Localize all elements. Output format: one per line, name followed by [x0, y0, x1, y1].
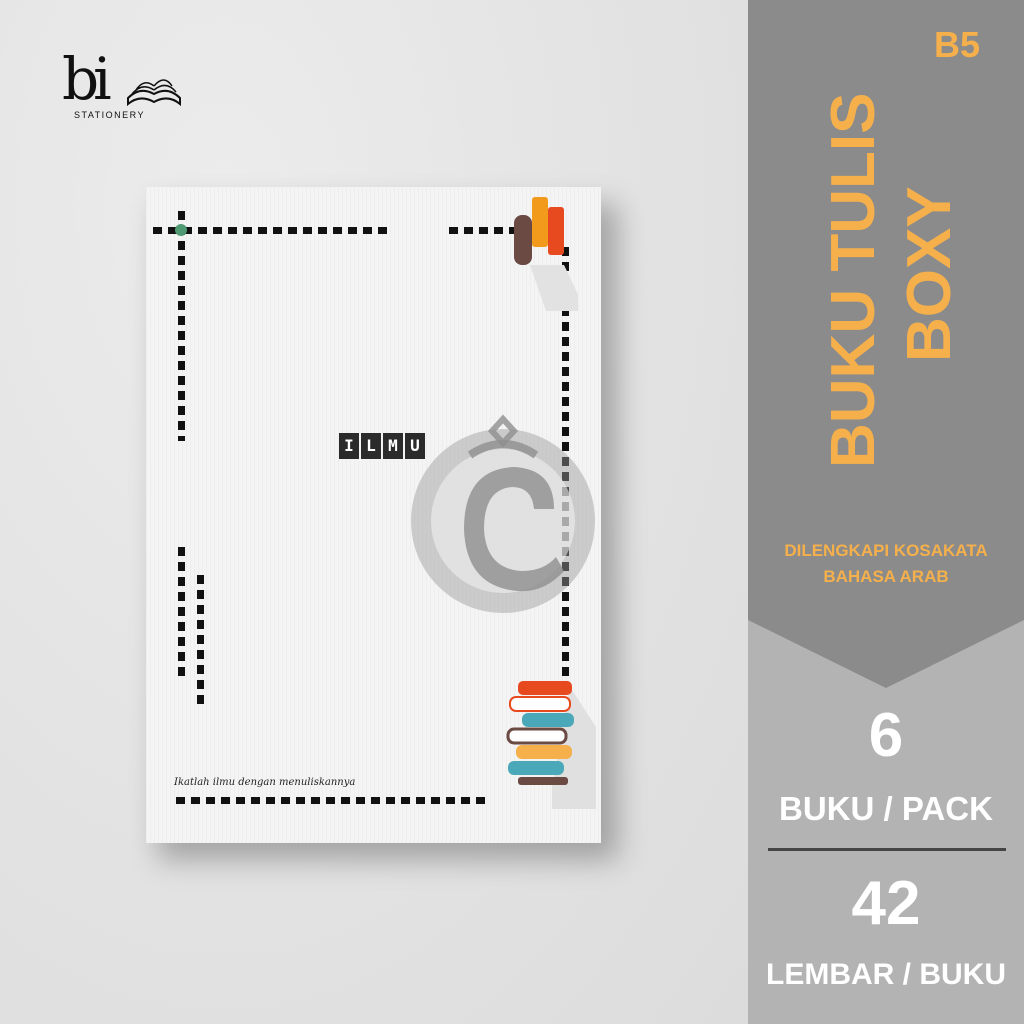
pack-unit: BUKU / PACK — [779, 790, 993, 827]
product-title: BUKU TULIS BOXY — [818, 93, 970, 468]
cover-motto: Ikatlah ilmu dengan menuliskannya — [174, 777, 356, 788]
divider — [768, 848, 1006, 851]
frame-bottom-dash — [176, 797, 486, 804]
logo-subtitle: STATIONERY — [74, 110, 146, 120]
product-subtitle: DILENGKAPI KOSAKATA BAHASA ARAB — [748, 538, 1024, 590]
cover-title-ilmu: I L M U — [339, 433, 425, 459]
ilmu-letter: I — [339, 433, 359, 459]
open-book-icon — [127, 79, 181, 107]
size-badge: B5 — [934, 24, 981, 65]
sheet-unit: LEMBAR / BUKU — [766, 958, 1006, 991]
logo-mark: bi — [62, 45, 112, 113]
brand-logo: bi STATIONERY — [60, 45, 181, 128]
frame-left-top-dash — [178, 211, 185, 441]
ilmu-letter: U — [405, 433, 425, 459]
subtitle-line2: BAHASA ARAB — [823, 567, 949, 586]
frame-top-right-dash — [449, 227, 519, 234]
frame-right-dash — [562, 247, 569, 677]
product-title-line2: BOXY — [895, 186, 964, 362]
product-title-line1: BUKU TULIS — [819, 92, 888, 468]
books-top-icon — [514, 197, 578, 311]
frame-left-lower-dash-2 — [197, 575, 204, 707]
notebook-cover: I L M U Ikatlah ilmu dengan menuliskanny… — [146, 187, 601, 843]
frame-top-left-dash — [153, 227, 387, 234]
pack-count: 6 — [868, 701, 904, 770]
ilmu-letter: M — [383, 433, 403, 459]
sheet-count: 42 — [851, 869, 921, 938]
watermark-emblem-icon — [411, 414, 595, 613]
ilmu-letter: L — [361, 433, 381, 459]
subtitle-line1: DILENGKAPI KOSAKATA — [784, 541, 988, 560]
green-dot — [175, 224, 187, 236]
books-stack-icon — [506, 681, 596, 809]
frame-left-lower-dash-1 — [178, 547, 185, 679]
